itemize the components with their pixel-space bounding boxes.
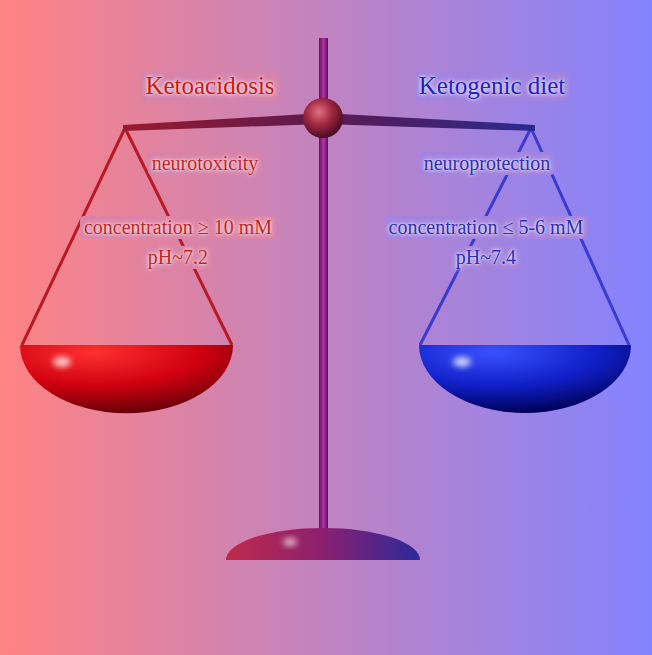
side-title: Ketogenic diet	[415, 72, 569, 101]
effect-label: neurotoxicity	[148, 152, 263, 175]
ph-label: pH~7.2	[144, 246, 212, 269]
effect-label: neuroprotection	[420, 152, 555, 175]
pan-highlight	[453, 357, 471, 367]
concentration-label: concentration ≤ 5-6 mM	[385, 216, 588, 239]
pivot-ball	[303, 98, 343, 138]
pan-highlight	[53, 357, 71, 367]
side-title: Ketoacidosis	[141, 72, 278, 101]
pan-strings	[22, 128, 629, 345]
concentration-label: concentration ≥ 10 mM	[80, 216, 276, 239]
ph-label: pH~7.4	[452, 246, 520, 269]
base-highlight	[283, 538, 297, 546]
scale-base	[226, 528, 420, 560]
left-pan	[20, 345, 233, 413]
right-pan	[419, 345, 631, 413]
